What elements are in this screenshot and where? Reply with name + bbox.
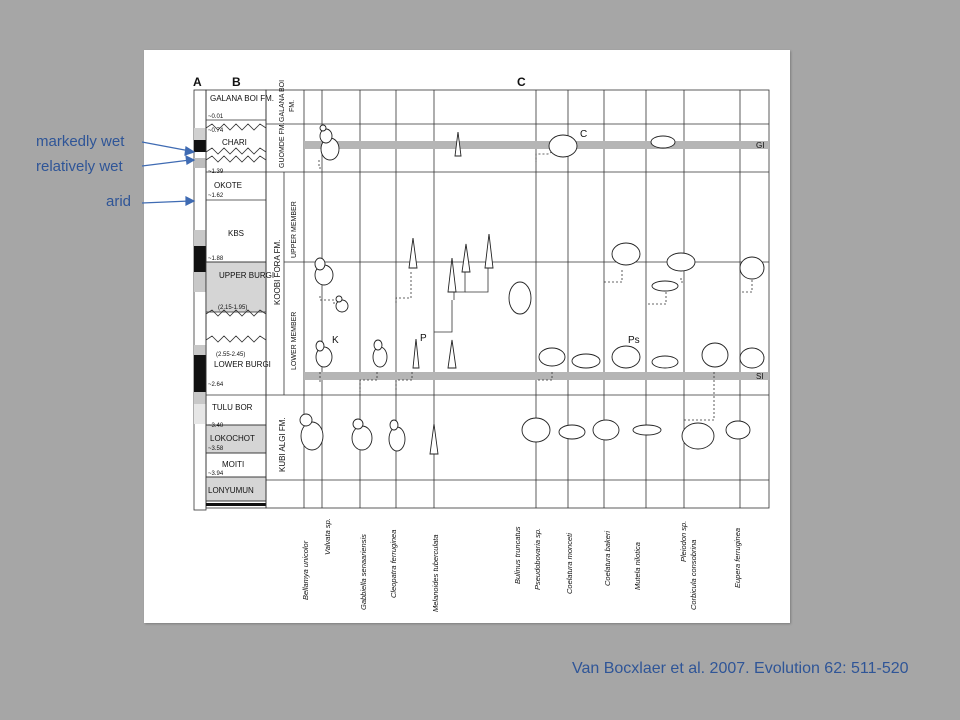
unit-kubi-algi: KUBI ALGI FM. xyxy=(278,417,287,472)
marker-p: P xyxy=(420,333,427,344)
species-label: Coelatura monceti xyxy=(565,533,574,594)
age-label: ~3.58 xyxy=(208,446,224,452)
age-label: (2.55-2.45) xyxy=(216,352,245,358)
age-label: ~1.88 xyxy=(208,256,224,262)
unit-galana-boi-fm: FM. xyxy=(289,100,296,112)
column-c-header: C xyxy=(517,75,526,89)
formation-kbs: KBS xyxy=(228,229,244,238)
marker-ps: Ps xyxy=(628,335,640,346)
unit-guomde: GUOMDE FM. xyxy=(279,122,286,168)
marker-c: C xyxy=(580,129,587,140)
column-b-header: B xyxy=(232,75,241,89)
species-label: Pseudobovaria sp. xyxy=(533,528,542,590)
age-label: (2.15-1.95) xyxy=(218,305,247,311)
age-label: ~3.40 xyxy=(208,423,224,429)
species-label: Gabbiella senaariensis xyxy=(359,534,368,610)
unit-koobi-fora: KOOBI FORA FM. xyxy=(273,240,282,305)
label-arid: arid xyxy=(106,193,131,210)
horizon-gi-band xyxy=(304,141,769,149)
unit-galana-boi: GALANA BOI xyxy=(279,80,286,122)
formation-chari: CHARI xyxy=(222,138,247,147)
label-markedly-wet: markedly wet xyxy=(36,133,124,150)
marker-k: K xyxy=(332,335,339,346)
species-label: Bulinus truncatus xyxy=(513,526,522,584)
age-label: ~0.74 xyxy=(208,128,224,134)
age-label: ~3.94 xyxy=(208,471,224,477)
species-label: Valvata sp. xyxy=(323,518,332,555)
age-label: ~1.62 xyxy=(208,193,224,199)
species-label: Corbicula consobrina xyxy=(689,540,698,610)
column-a-header: A xyxy=(193,75,202,89)
formation-tulu-bor: TULU BOR xyxy=(212,403,253,412)
species-label: Melanoides tuberculata xyxy=(431,534,440,612)
age-label: ~0.01 xyxy=(208,114,224,120)
formation-lonyumun: LONYUMUN xyxy=(208,486,254,495)
horizon-si-band xyxy=(304,372,769,380)
species-label: Cleopatra ferruginea xyxy=(389,530,398,598)
species-label: Coelatura bakeri xyxy=(603,531,612,586)
age-label: ~2.64 xyxy=(208,382,224,388)
species-labels: Bellamya unicolor Valvata sp. Gabbiella … xyxy=(301,518,742,612)
age-label: ~1.39 xyxy=(208,169,224,175)
unit-upper-member: UPPER MEMBER xyxy=(291,201,298,258)
species-label: Pleiodon sp. xyxy=(679,521,688,562)
label-relatively-wet: relatively wet xyxy=(36,158,123,175)
horizon-si-label: SI xyxy=(756,372,764,381)
horizon-gi-label: GI xyxy=(756,141,764,150)
melanoides-branches xyxy=(434,268,488,332)
formation-lokochot: LOKOCHOT xyxy=(210,434,255,443)
species-label: Bellamya unicolor xyxy=(301,540,310,600)
formation-okote: OKOTE xyxy=(214,181,242,190)
species-label: Eupera ferruginea xyxy=(733,528,742,588)
climate-column xyxy=(194,90,206,510)
formation-lower-burgi: LOWER BURGI xyxy=(214,360,271,369)
unit-lower-member: LOWER MEMBER xyxy=(291,312,298,370)
annotation-arrows xyxy=(142,142,194,205)
formation-galana-boi: GALANA BOI FM. xyxy=(210,94,274,103)
formation-moiti: MOITI xyxy=(222,460,244,469)
species-label: Mutela nilotica xyxy=(633,542,642,590)
shell-illustrations xyxy=(300,125,764,454)
citation: Van Bocxlaer et al. 2007. Evolution 62: … xyxy=(572,660,909,678)
